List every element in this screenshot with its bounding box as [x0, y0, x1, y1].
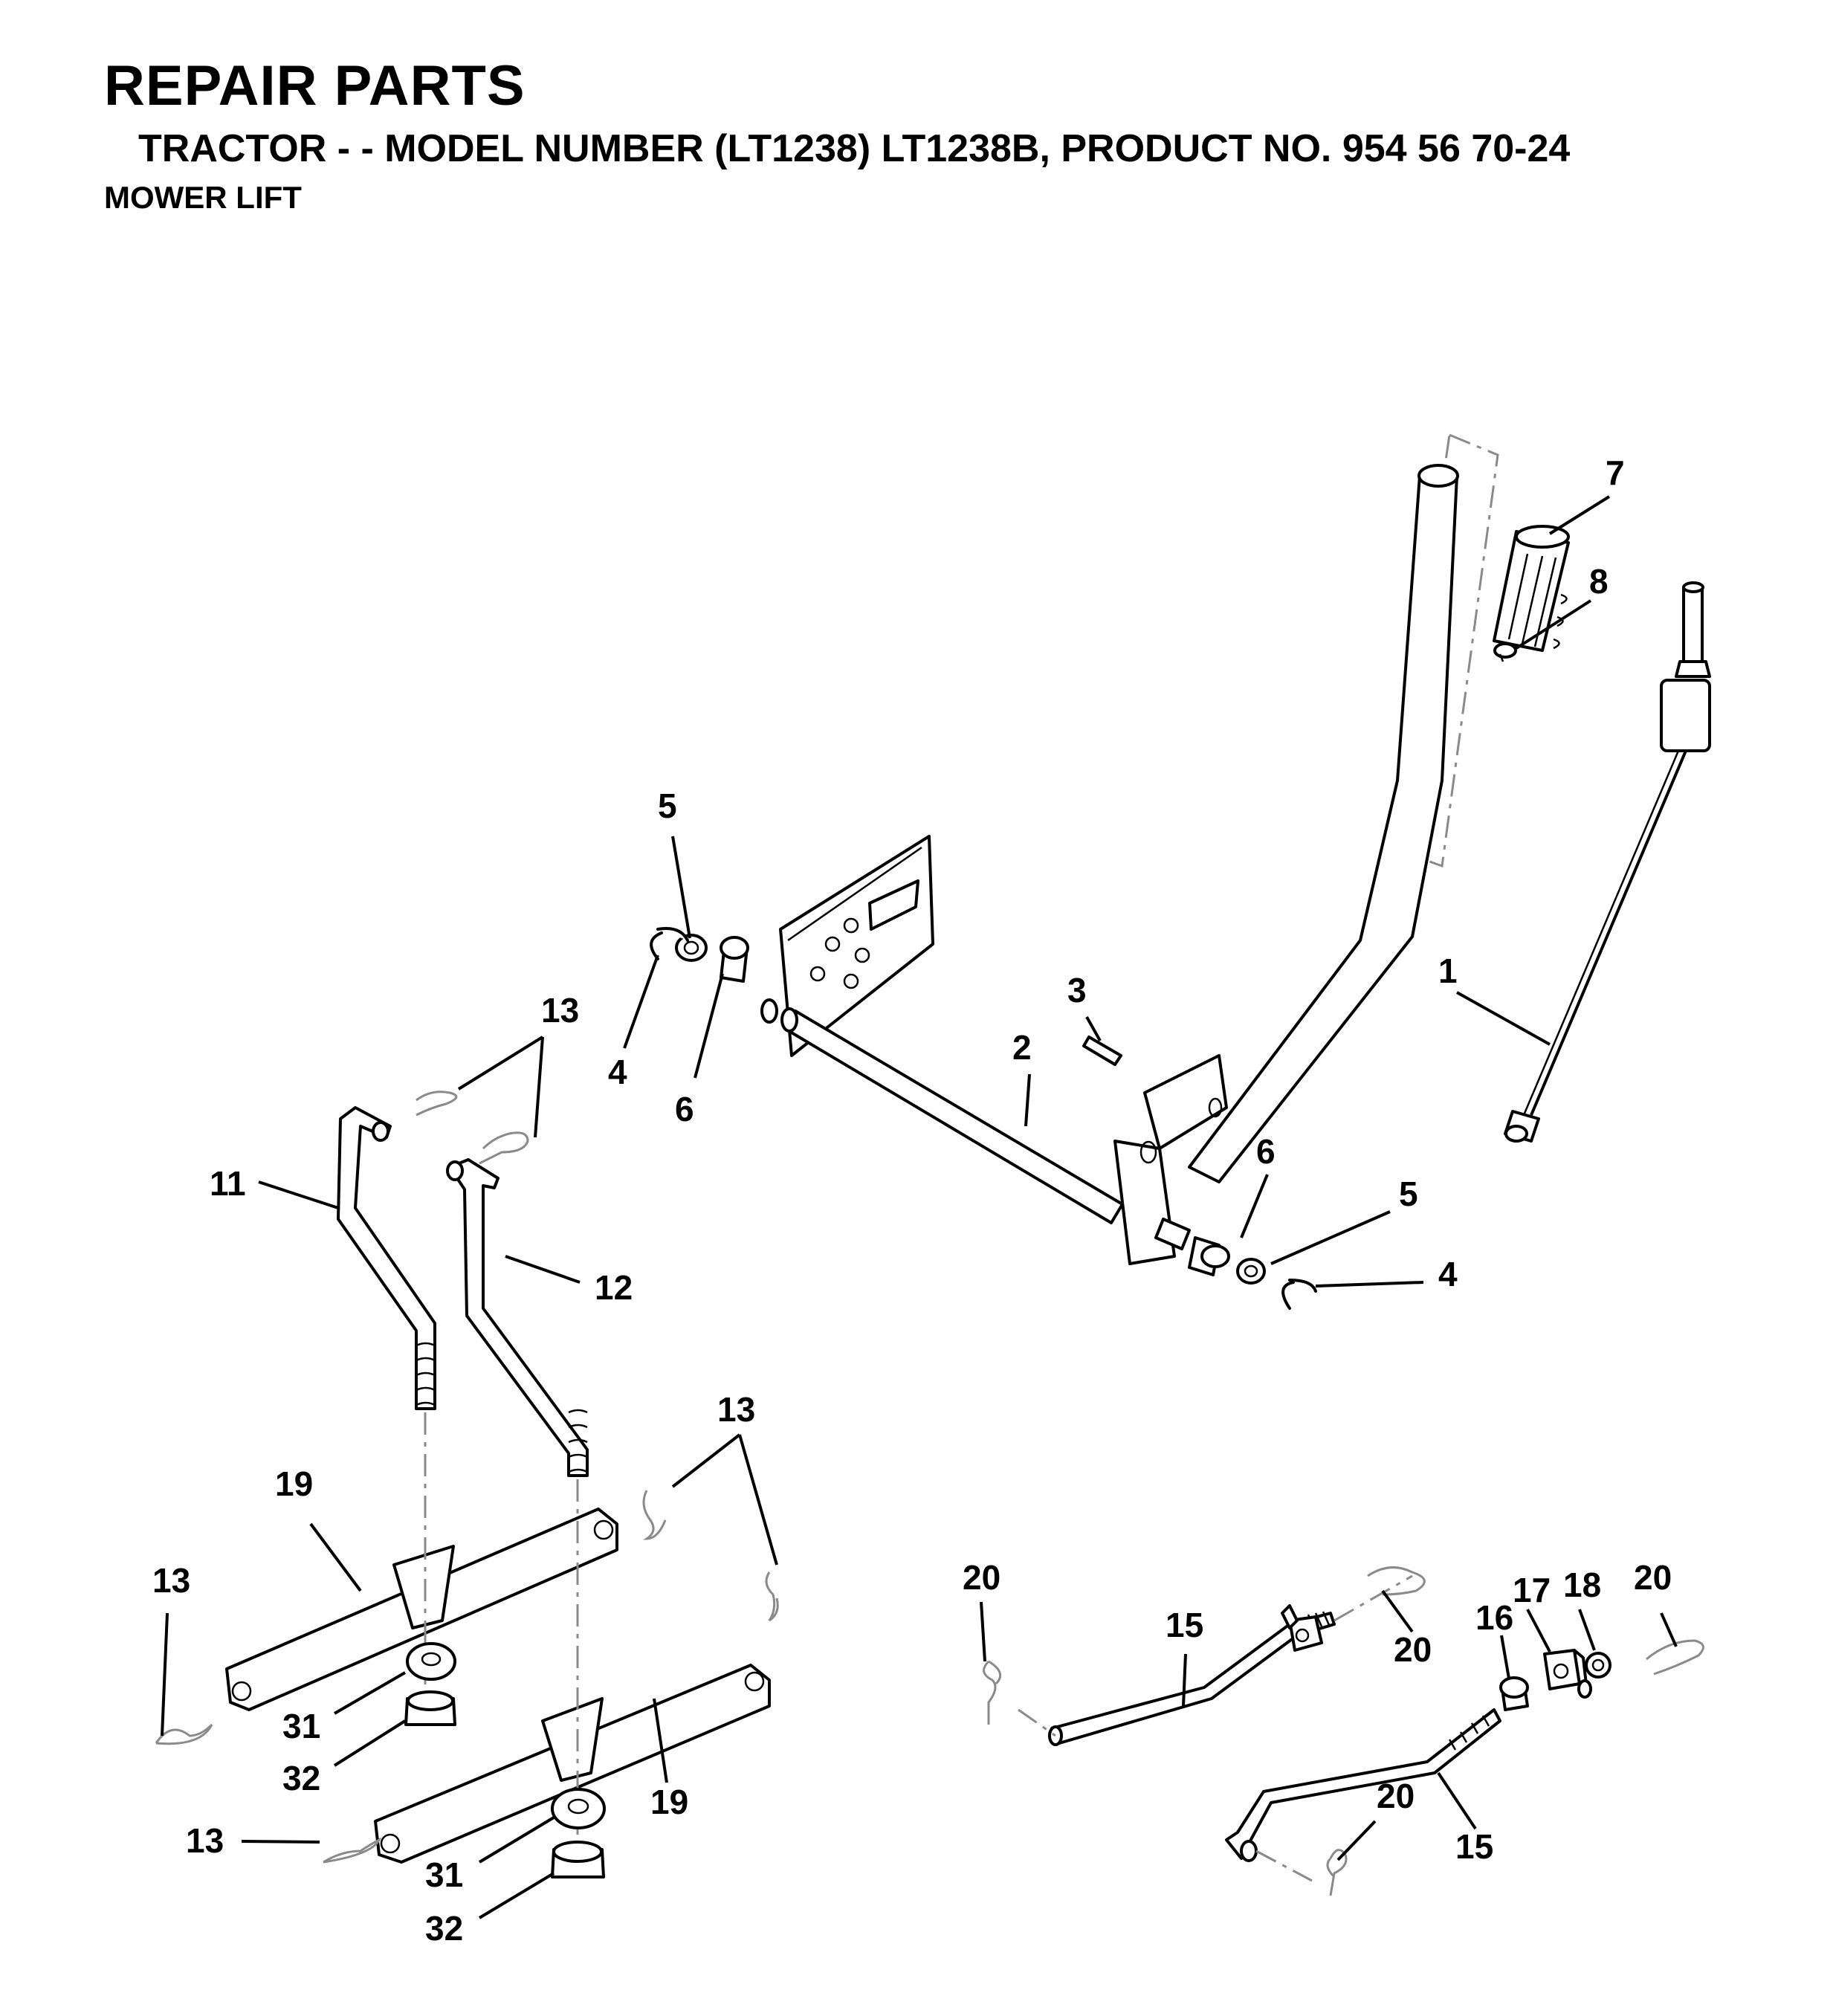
hairpin-20-bottom	[1326, 1849, 1348, 1896]
callout-5-left: 5	[658, 786, 677, 825]
adjust-rod-lower	[1225, 1708, 1501, 1862]
callout-15-upper: 15	[1166, 1606, 1203, 1644]
model-line: TRACTOR - - MODEL NUMBER (LT1238) LT1238…	[138, 127, 1571, 170]
callout-19-lower: 19	[650, 1783, 688, 1821]
callout-13-bottom: 13	[186, 1821, 224, 1860]
bushing-lower	[551, 1788, 606, 1829]
callout-4-left: 4	[608, 1053, 627, 1091]
trunnion-block	[1543, 1649, 1592, 1699]
callout-5-right: 5	[1399, 1175, 1418, 1213]
callout-32-lower: 32	[425, 1909, 463, 1948]
left-spacer	[720, 936, 749, 983]
hairpin-13-top-b	[479, 1131, 529, 1165]
callout-20-bottom: 20	[1377, 1777, 1415, 1815]
lift-arm-upper	[225, 1508, 618, 1711]
callout-7: 7	[1606, 453, 1625, 492]
callout-20-left: 20	[963, 1558, 1000, 1597]
leader-lines	[161, 495, 1678, 1919]
callout-3: 3	[1067, 971, 1087, 1009]
callout-31-lower: 31	[425, 1855, 463, 1894]
callout-labels: 7 8 5 3 2 1 4 6 13 11 12 6 5 4 13 19 13 …	[152, 453, 1672, 1948]
roll-pin	[1082, 1036, 1122, 1066]
callout-1: 1	[1438, 952, 1458, 990]
callout-13-left: 13	[152, 1561, 190, 1600]
callout-13-top: 13	[541, 991, 579, 1030]
callout-12: 12	[595, 1268, 633, 1307]
callout-2: 2	[1012, 1028, 1032, 1067]
callout-20-upper: 20	[1394, 1630, 1432, 1669]
handle-grip	[1493, 525, 1570, 652]
hairpin-20-left	[983, 1660, 1002, 1725]
callout-32-upper: 32	[282, 1759, 320, 1797]
callout-19-upper: 19	[275, 1464, 313, 1503]
hairpin-13-top-a	[416, 1091, 458, 1117]
hairpin-13-left	[155, 1723, 213, 1745]
callout-8: 8	[1589, 562, 1609, 601]
callout-18: 18	[1563, 1566, 1601, 1604]
callout-6-right: 6	[1256, 1132, 1276, 1171]
hairpin-20-upper	[1367, 1566, 1426, 1596]
callout-20-right: 20	[1634, 1558, 1672, 1597]
hairpin-13-right-b	[765, 1571, 779, 1622]
left-washer	[675, 934, 708, 962]
nut-upper	[404, 1690, 456, 1726]
lift-shaft-assembly	[760, 835, 1191, 1250]
grip-screw	[1493, 642, 1517, 662]
lock-nut	[1585, 1652, 1611, 1679]
lift-arm-lower	[374, 1664, 771, 1864]
adjust-nut	[1499, 1676, 1529, 1711]
callout-11: 11	[210, 1164, 246, 1203]
hairpin-20-right	[1646, 1639, 1704, 1676]
right-hairpin-clip	[1281, 1279, 1317, 1310]
left-hairpin-clip	[650, 927, 689, 960]
grip-phantom-outline	[1389, 433, 1499, 868]
callout-31-upper: 31	[282, 1707, 320, 1745]
right-spacer	[1188, 1236, 1230, 1276]
nut-lower	[551, 1841, 605, 1878]
callout-16: 16	[1475, 1598, 1513, 1637]
section-title: MOWER LIFT	[104, 180, 302, 215]
hairpin-13-bottom	[323, 1837, 382, 1864]
callout-6-left: 6	[675, 1090, 694, 1128]
callout-4-right: 4	[1438, 1255, 1458, 1293]
lift-cable	[1504, 581, 1711, 1143]
callout-17: 17	[1513, 1571, 1551, 1609]
adjust-rod-upper	[1048, 1604, 1336, 1746]
lift-handle	[1113, 433, 1499, 1265]
lift-link-right	[446, 1158, 589, 1477]
callout-15-lower: 15	[1455, 1827, 1493, 1866]
lift-link-left	[337, 1106, 436, 1410]
bushing-upper	[406, 1642, 456, 1681]
page-title: REPAIR PARTS	[104, 54, 526, 117]
callout-13-right: 13	[717, 1390, 755, 1429]
hairpin-13-right-a	[642, 1490, 667, 1540]
right-washer	[1236, 1258, 1266, 1285]
